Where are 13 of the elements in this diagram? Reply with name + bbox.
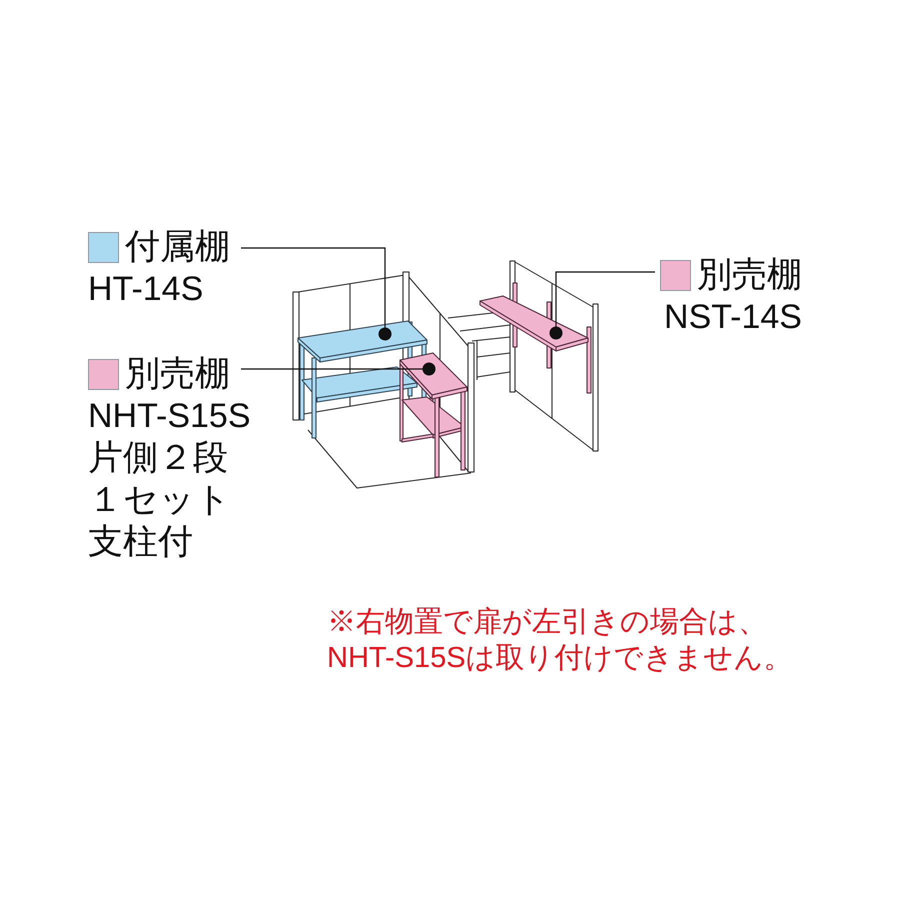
- spec-text: 片側２段１セット支柱付: [88, 437, 232, 563]
- leader-line: [241, 362, 436, 376]
- note-text: ※右物置で扉が左引きの場合は、NHT-S15Sは取り付けできません。: [327, 605, 794, 676]
- model-number: NHT-S15S: [88, 396, 250, 437]
- shelf-unit: [400, 352, 468, 478]
- model-number: NST-14S: [663, 297, 802, 338]
- shelf-name: 別売棚: [125, 353, 230, 395]
- wall-shelf: [480, 282, 592, 394]
- leader-line: [241, 247, 392, 340]
- leader-line: [550, 271, 655, 340]
- shelf-name: 付属棚: [125, 226, 230, 268]
- shelf-name: 別売棚: [697, 254, 802, 296]
- model-number: HT-14S: [88, 269, 204, 310]
